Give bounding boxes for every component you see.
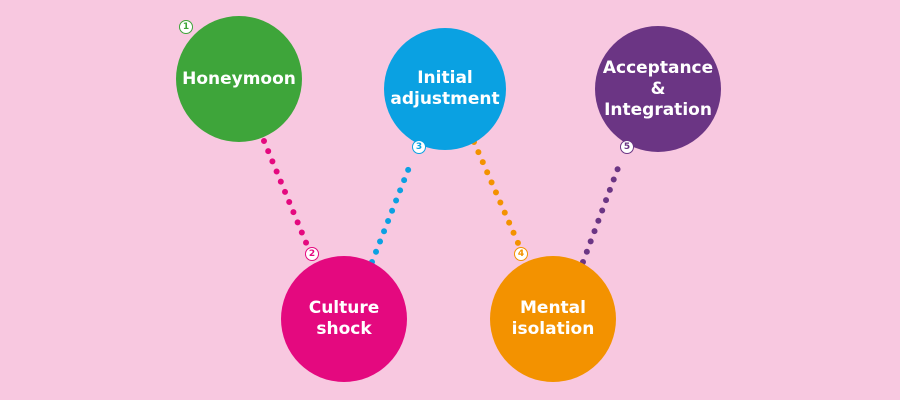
step-badge-2: 2 [305,247,319,261]
connector-2-3 [369,157,415,265]
step-badge-3: 3 [412,140,426,154]
stage-initial-adjustment: Initial adjustment [384,28,506,150]
stage-mental-isolation: Mental isolation [490,256,616,382]
step-badge-4: 4 [514,247,528,261]
step-badge-1: 1 [179,20,193,34]
stage-acceptance-integration: Acceptance & Integration [595,26,721,152]
step-badge-5: 5 [620,140,634,154]
connector-3-4 [471,139,521,246]
connector-4-5 [580,157,624,265]
connector-1-2 [261,138,310,248]
stage-honeymoon: Honeymoon [176,16,302,142]
stage-culture-shock: Culture shock [281,256,407,382]
